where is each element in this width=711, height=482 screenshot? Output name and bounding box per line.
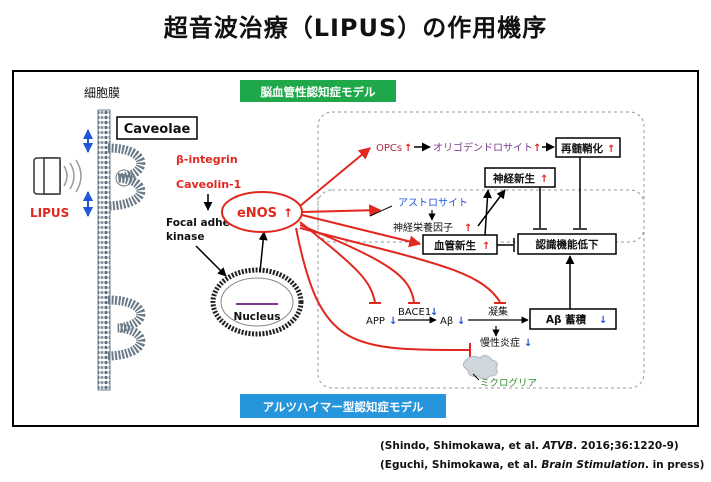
reference-1-authors: (Shindo, Shimokawa, et al. [380, 440, 543, 452]
lipus-label: LIPUS [30, 206, 69, 220]
remyelination-label: 再髄鞘化 [561, 142, 603, 155]
abeta-down-icon: ↓ [457, 316, 465, 327]
enos-to-bace1-inhibition [299, 224, 415, 303]
reference-2: (Eguchi, Shimokawa, et al. Brain Stimula… [380, 459, 704, 471]
caveolin-label: Caveolin-1 [176, 178, 241, 191]
reference-2-rest: . in press) [644, 459, 705, 471]
neurogenesis-up-icon: ↑ [540, 174, 548, 185]
oligodendrocyte-label: オリゴデンドロサイト [433, 141, 533, 154]
nucleus-shape [210, 267, 304, 337]
enos-to-opcs-arrow [299, 147, 371, 207]
aggregation-label: 凝集 [488, 305, 508, 318]
reference-1-journal: ATVB [542, 440, 574, 452]
app-label: APP [366, 316, 385, 327]
vascular-dementia-model-box [240, 80, 396, 102]
microglia-label: ミクログリア [480, 377, 537, 389]
page-title: 超音波治療（LIPUS）の作用機序 [163, 14, 548, 42]
opcs-label: OPCs [376, 143, 402, 154]
trophic-to-neurogenesis-arrow [477, 189, 506, 227]
lipus-transducer-icon [33, 157, 82, 195]
bace1-label: BACE1 [398, 307, 431, 318]
enos-label: eNOS [237, 206, 277, 221]
beta-integrin-label: β-integrin [176, 153, 238, 166]
fak-to-nucleus-arrow [195, 245, 227, 277]
microglia-icon [462, 354, 498, 380]
abeta-deposit-label: Aβ 蓄積 [546, 313, 587, 326]
neurotrophic-up-icon: ↑ [464, 223, 472, 234]
caveolae-label: Caveolae [124, 122, 191, 137]
inflammation-down-icon: ↓ [524, 338, 532, 349]
abeta-label: Aβ [440, 316, 453, 327]
reference-1-rest: . 2016;36:1220-9) [573, 440, 679, 452]
cell-membrane [97, 109, 146, 391]
angiogenesis-up-icon: ↑ [482, 241, 490, 252]
astrocyte-label: アストロサイト [398, 197, 468, 209]
enos-to-inflammation-inhibition [295, 227, 471, 351]
neurotrophic-label: 神経栄養因子 [393, 221, 453, 234]
nucleus-label: Nucleus [234, 311, 281, 323]
remyelination-box [555, 137, 621, 158]
nucleus-to-enos-arrow [258, 231, 268, 273]
diagram-frame [12, 70, 699, 427]
cognitive-decline-box [517, 233, 617, 255]
reference-2-authors: (Eguchi, Shimokawa, et al. [380, 459, 542, 471]
vascular-dementia-model-label: 脳血管性認知症モデル [261, 85, 376, 99]
neurogenesis-box [484, 167, 556, 188]
angiogenesis-to-neurogenesis-arrow [482, 189, 492, 236]
opcs-up-icon: ↑ [404, 143, 412, 154]
reference-1: (Shindo, Shimokawa, et al. ATVB. 2016;36… [380, 440, 679, 452]
enos-to-angiogenesis-arrow [301, 214, 422, 248]
reference-2-journal: Brain Stimulation [541, 459, 645, 471]
enos-to-aggregation-inhibition [299, 227, 501, 303]
fak-label-line2: kinase [166, 231, 205, 243]
caveolae-box [116, 116, 198, 140]
alzheimer-model-box [240, 394, 446, 418]
alzheimer-region [317, 189, 645, 389]
oligodendrocyte-up-icon: ↑ [533, 143, 541, 154]
remyelination-up-icon: ↑ [607, 144, 615, 155]
angiogenesis-label: 血管新生 [434, 239, 476, 252]
bace1-down-icon: ↓ [430, 307, 438, 318]
membrane-label: 細胞膜 [84, 86, 120, 100]
abeta-deposit-down-icon: ↓ [599, 315, 607, 326]
alzheimer-model-label: アルツハイマー型認知症モデル [263, 400, 424, 414]
app-down-icon: ↓ [389, 316, 397, 327]
enos-to-app-inhibition [299, 221, 376, 303]
neurogenesis-label: 神経新生 [493, 172, 535, 185]
abeta-deposit-box [529, 308, 617, 330]
astrocyte-pointer [369, 205, 393, 217]
cognitive-decline-label: 認識機能低下 [536, 238, 599, 251]
enos-up-icon: ↑ [283, 206, 293, 220]
microglia-pointer [472, 373, 480, 381]
enos-to-astrocyte-arrow [301, 204, 382, 217]
inflammation-label: 慢性炎症 [480, 336, 520, 349]
